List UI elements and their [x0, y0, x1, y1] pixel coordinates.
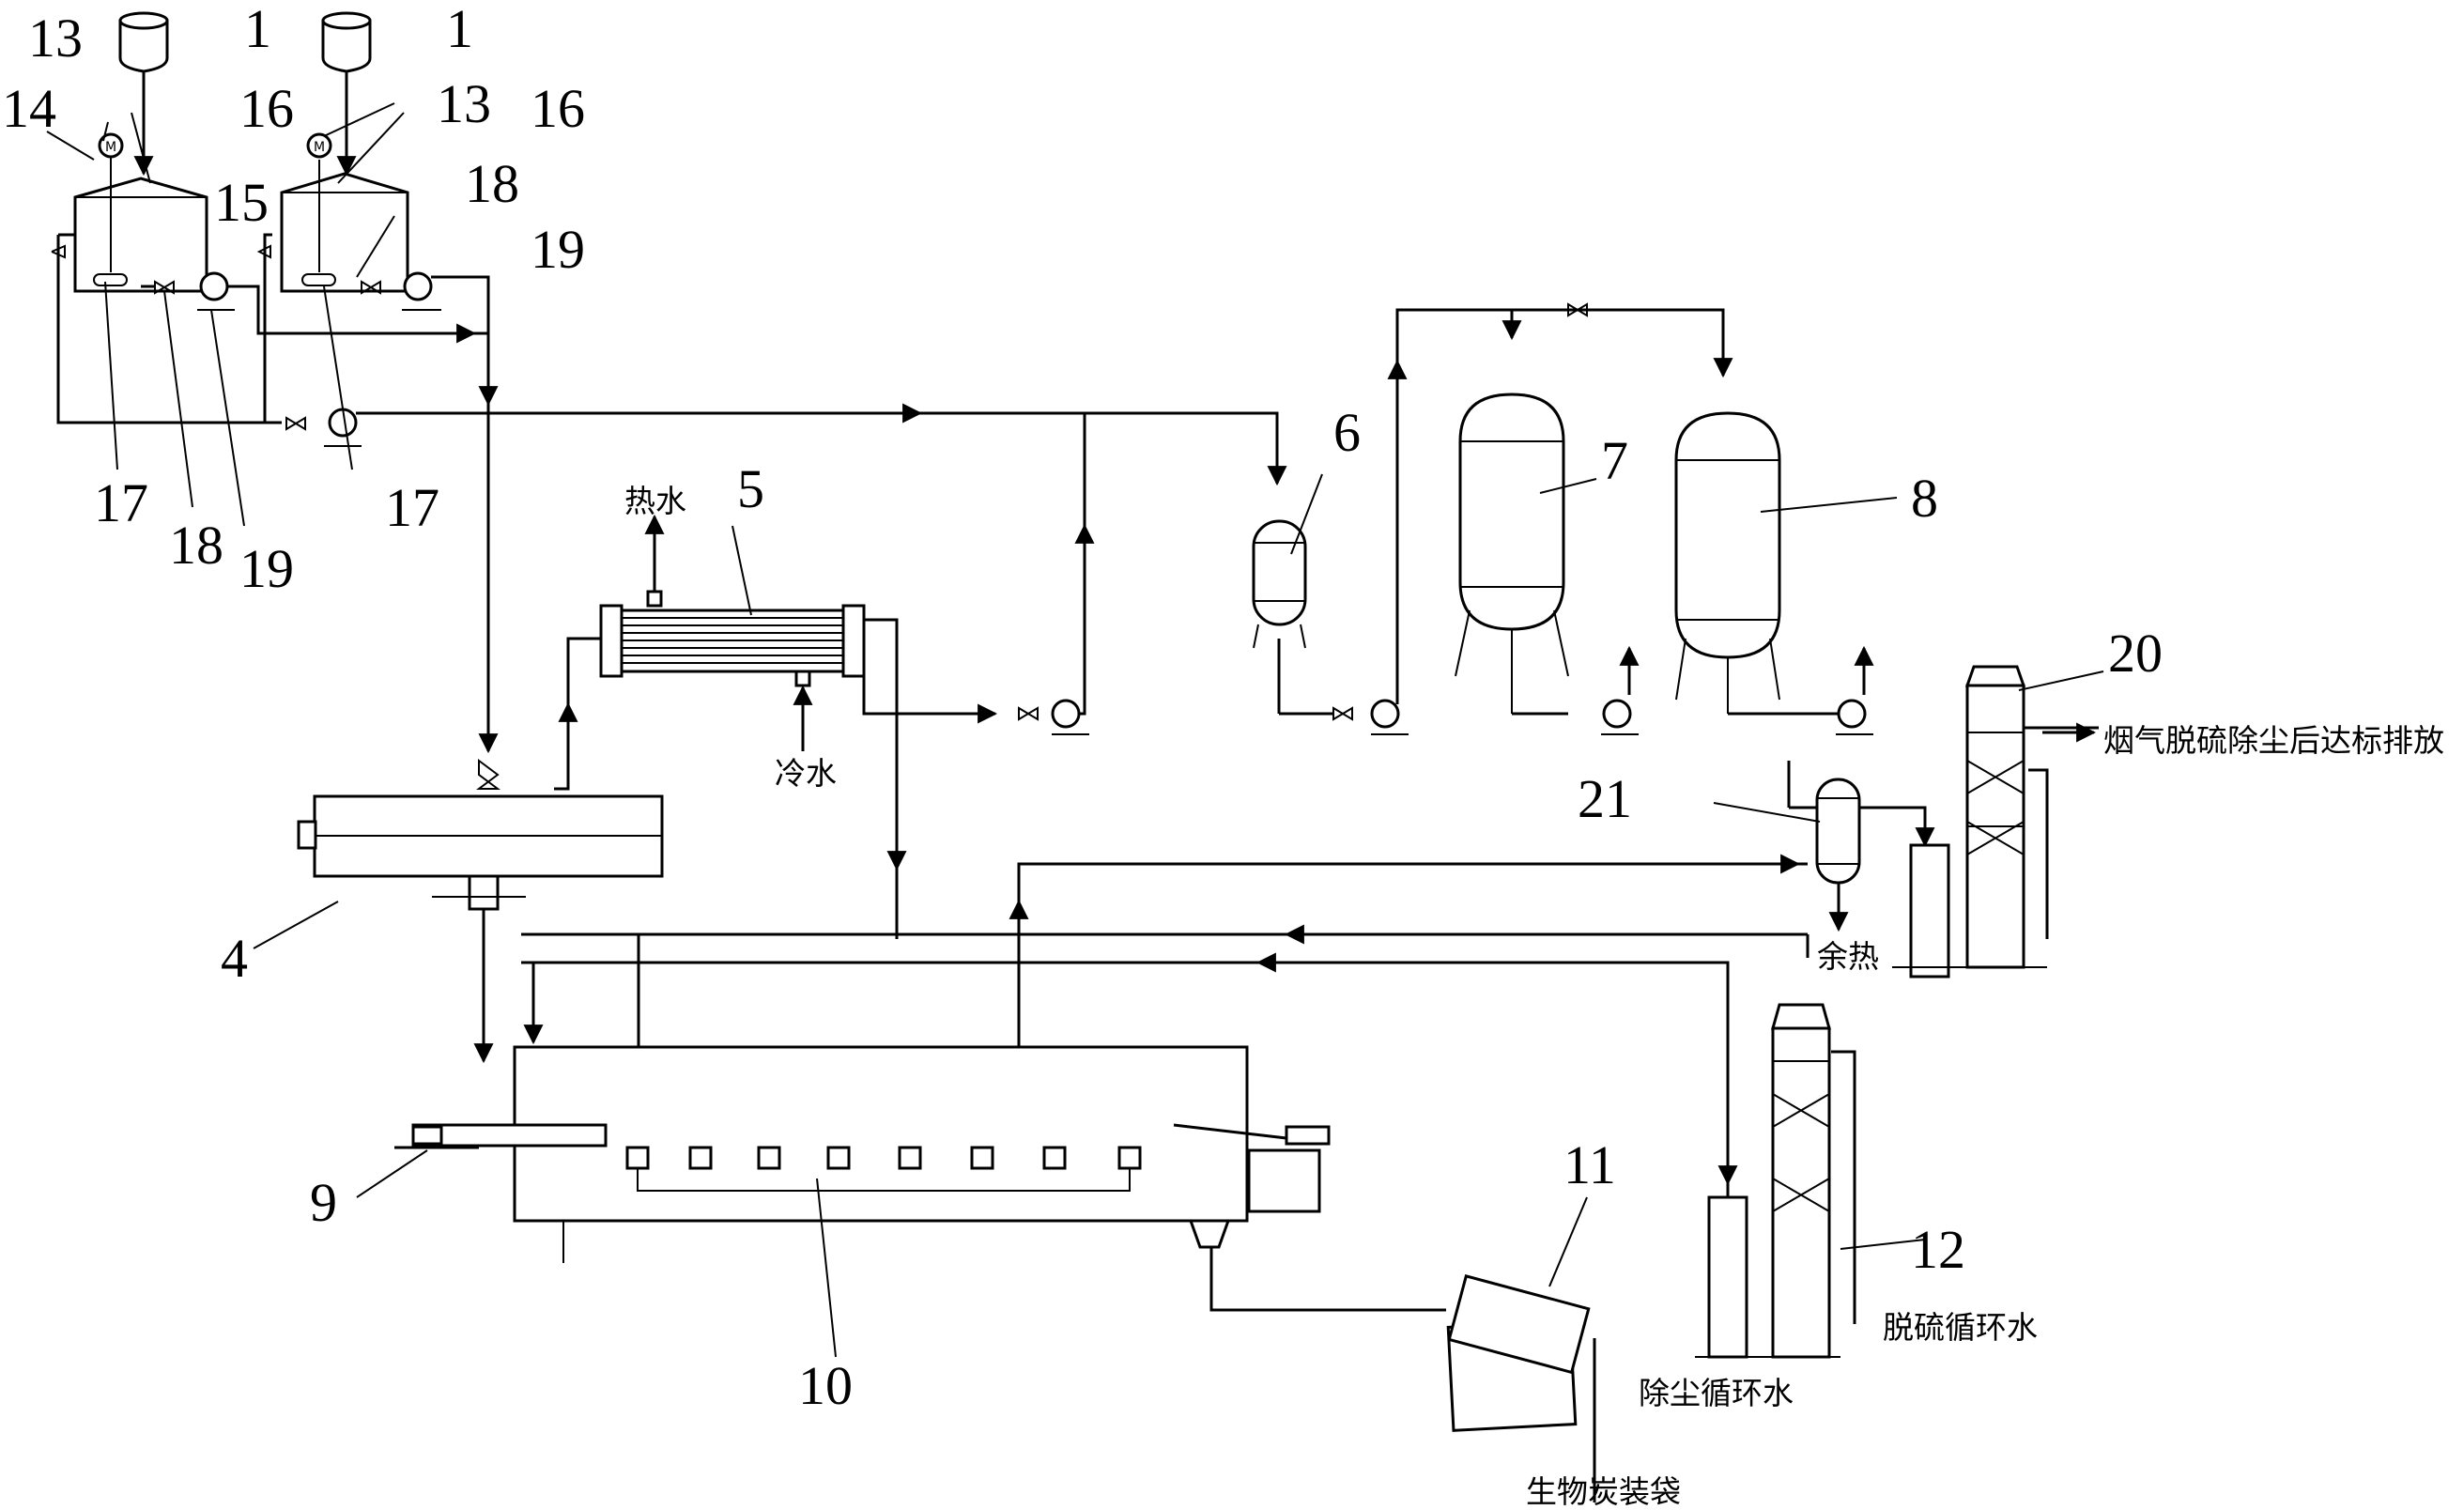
label-18b: 18 — [465, 153, 519, 214]
waste-heat-separator — [1787, 761, 1935, 932]
heat-exchanger — [599, 590, 866, 687]
label-13a: 13 — [28, 8, 83, 69]
burner-row — [625, 1146, 1142, 1192]
storage-tank-7 — [1455, 393, 1569, 714]
pump-icon — [324, 408, 362, 447]
desulfurization-water-label: 脱硫循环水 — [1883, 1309, 2038, 1346]
label-1a: 1 — [244, 0, 271, 59]
label-21: 21 — [1578, 768, 1632, 829]
leader-lines — [46, 102, 2104, 1358]
label-9: 9 — [310, 1172, 337, 1233]
hot-water-label: 热水 — [624, 483, 686, 519]
label-5: 5 — [737, 458, 764, 519]
desulfurization-tower-20 — [1892, 665, 2099, 978]
label-19b: 19 — [531, 219, 585, 280]
label-7: 7 — [1601, 430, 1628, 491]
pump-icon — [1051, 699, 1089, 735]
pump-icon — [1836, 699, 1873, 735]
dryer-unit — [297, 794, 664, 1064]
label-11: 11 — [1563, 1134, 1616, 1195]
label-13b: 13 — [437, 73, 491, 134]
label-10: 10 — [798, 1355, 853, 1416]
raw-material-tank-right — [321, 11, 372, 177]
label-19a: 19 — [239, 538, 294, 599]
raw-material-tank-left — [118, 11, 169, 177]
valve-icon — [285, 416, 306, 431]
label-18a: 18 — [169, 515, 223, 576]
label-4: 4 — [221, 928, 248, 989]
label-16a: 16 — [239, 78, 294, 139]
valve-icon — [1018, 706, 1039, 721]
valve-icon — [361, 280, 381, 295]
waste-heat-label: 余热 — [1817, 938, 1879, 975]
valve-icon — [1332, 706, 1353, 721]
pump-icon — [402, 271, 441, 311]
svg-text:M: M — [105, 140, 116, 155]
flue-gas-discharge-label: 烟气脱硫除尘后达标排放 — [2103, 722, 2444, 759]
valve-icon — [1567, 302, 1588, 317]
pump-icon — [1370, 699, 1409, 735]
label-17b: 17 — [385, 477, 439, 538]
label-14: 14 — [2, 78, 56, 139]
label-8: 8 — [1911, 468, 1938, 529]
label-17a: 17 — [94, 472, 148, 533]
gas-liquid-separator — [1252, 519, 1307, 649]
label-6: 6 — [1333, 402, 1361, 463]
valve-icon — [154, 280, 175, 295]
dust-removal-water-label: 除尘循环水 — [1639, 1375, 1794, 1411]
cold-water-label: 冷水 — [775, 755, 837, 792]
pump-icon — [197, 271, 235, 311]
svg-text:M: M — [314, 140, 325, 155]
label-16b: 16 — [531, 78, 585, 139]
feeder-9 — [394, 1125, 479, 1149]
biochar-cooler — [1446, 1274, 1596, 1502]
carbonization-furnace — [411, 1045, 1446, 1312]
biochar-bagging-label: 生物炭装袋 — [1526, 1473, 1681, 1510]
mixing-tank-left: M — [73, 132, 208, 293]
label-15: 15 — [214, 172, 269, 233]
storage-tank-8 — [1674, 411, 1781, 714]
label-12: 12 — [1911, 1219, 1965, 1280]
motor-icon — [306, 132, 332, 159]
mixing-tank-right: M — [280, 132, 409, 293]
pump-icon — [1601, 699, 1639, 735]
label-20: 20 — [2108, 623, 2163, 684]
dust-removal-tower-12 — [1695, 1003, 1856, 1359]
valve-icon — [476, 759, 500, 790]
label-1b: 1 — [446, 0, 473, 59]
